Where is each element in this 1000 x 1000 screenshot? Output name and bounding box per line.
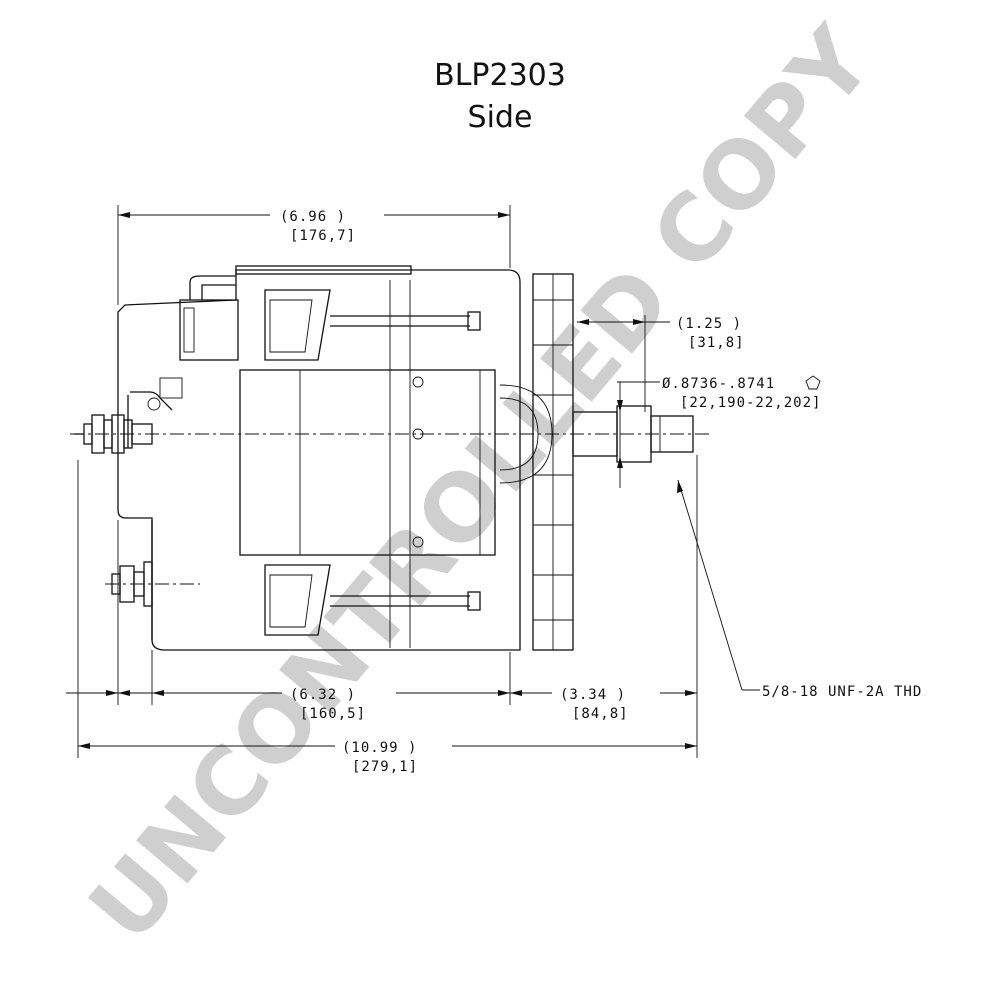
dim-housing-length-mm: [176,7]: [290, 228, 356, 244]
dim-shaft-diameter-inch: Ø.8736-.8741: [662, 376, 775, 392]
dim-shaft-diameter: Ø.8736-.8741 [22,190-22,202]: [617, 375, 821, 488]
dim-housing-length: (6.96 ) [176,7]: [117, 205, 511, 305]
output-shaft: [572, 405, 694, 463]
dim-shaft-extension-mm: [84,8]: [572, 706, 629, 722]
dim-pulley-offset-mm: [31,8]: [688, 335, 745, 351]
pulley-assembly: [532, 273, 574, 651]
dim-body-length: (6.32 ) [160,5]: [66, 455, 698, 758]
dim-shaft-diameter-mm: [22,190-22,202]: [680, 395, 821, 411]
dim-shaft-extension-inch: (3.34 ): [560, 687, 626, 703]
dim-overall-length-mm: [279,1]: [352, 759, 418, 775]
dim-housing-length-inch: (6.96 ): [280, 209, 346, 225]
thread-note-text: 5/8-18 UNF-2A THD: [762, 684, 922, 700]
drawing-title: BLP2303: [434, 58, 566, 93]
dim-body-length-inch: (6.32 ): [290, 687, 356, 703]
dim-pulley-offset: (1.25 ) [31,8]: [577, 315, 745, 412]
thread-callout: 5/8-18 UNF-2A THD: [677, 479, 922, 700]
uncontrolled-copy-watermark: UNCONTROLLED COPY: [69, 7, 894, 961]
b-plus-terminal: [74, 414, 153, 454]
drawing-subtitle: Side: [467, 100, 533, 135]
dim-pulley-offset-inch: (1.25 ): [676, 316, 742, 332]
alternator-body: [117, 265, 553, 651]
datum-pentagon-icon: [805, 375, 821, 390]
dim-shaft-extension: (3.34 ) [84,8]: [510, 687, 697, 722]
ground-terminal: [105, 561, 200, 607]
dim-overall-length: (10.99 ) [279,1]: [78, 740, 697, 775]
dim-body-length-mm: [160,5]: [300, 706, 366, 722]
dim-overall-length-inch: (10.99 ): [342, 740, 417, 756]
